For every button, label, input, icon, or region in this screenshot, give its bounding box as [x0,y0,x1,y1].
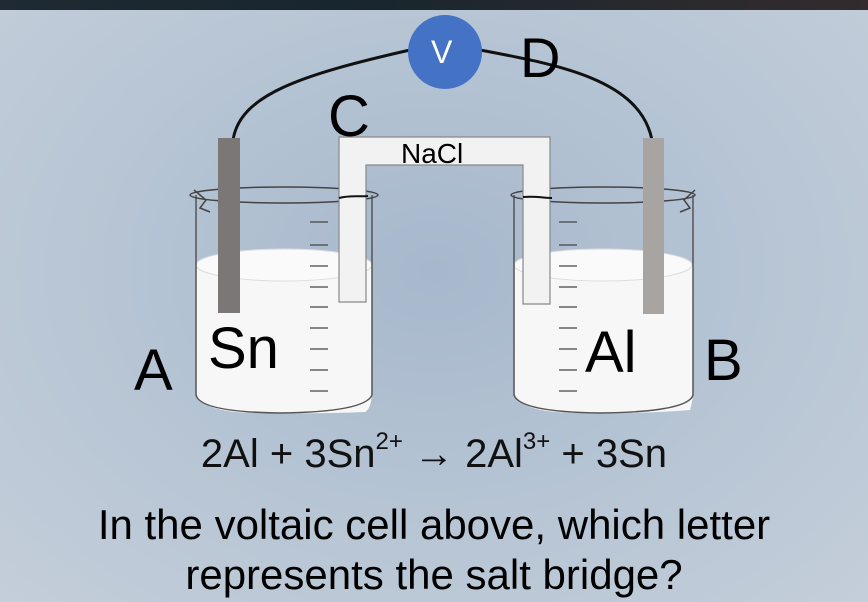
voltaic-cell-diagram [189,15,696,414]
letter-a: A [134,338,173,403]
question-text: In the voltaic cell above, which letter … [0,500,868,600]
reaction-equation: 2Al + 3Sn2+ → 2Al3+ + 3Sn [0,430,868,477]
reaction-arrow-icon: → [402,432,466,476]
right-electrode-label: Al [585,320,637,385]
top-bar [0,0,868,10]
voltmeter-label: V [431,34,453,70]
left-wire [231,48,411,141]
equation-lhs-charge: 2+ [375,428,403,455]
al-electrode [643,138,664,314]
salt-bridge-label: NaCl [401,138,464,169]
sn-electrode [218,138,240,313]
equation-lhs: 2Al + 3Sn [200,432,376,476]
equation-rhs-charge: 3+ [522,428,551,455]
voltmeter-icon [408,15,482,89]
equation-rhs: 2Al [465,432,523,476]
letter-b: B [704,328,743,393]
letter-c: C [328,84,370,149]
right-wire [479,48,654,141]
question-line-2: represents the salt bridge? [185,551,683,598]
question-line-1: In the voltaic cell above, which letter [97,501,771,548]
letter-d: D [520,26,561,89]
left-electrode-label: Sn [208,316,279,381]
salt-bridge [338,136,551,305]
equation-rhs-tail: + 3Sn [550,432,668,476]
